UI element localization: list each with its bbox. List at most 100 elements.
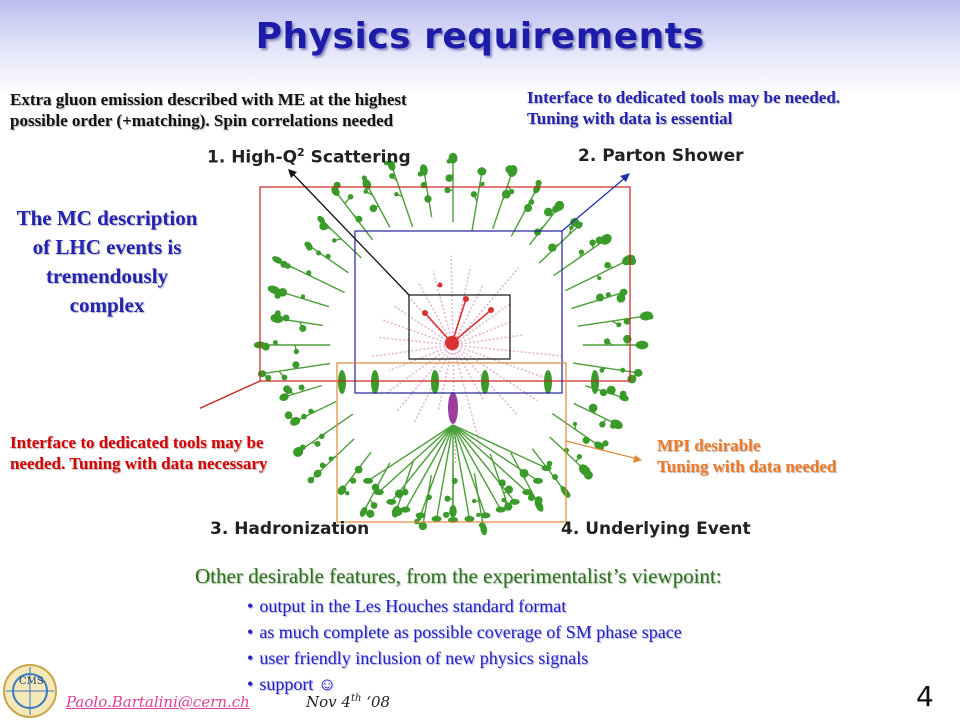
shower-branch [261, 362, 331, 375]
hadron-blob [599, 388, 608, 397]
mc-description-line2: of LHC events is [32, 235, 182, 259]
mpi-annotation-line2: Tuning with data needed [657, 457, 837, 476]
hadron-blob [319, 222, 328, 231]
hadron-blob [528, 199, 535, 205]
arrow-to-me-annotation [291, 172, 410, 296]
hadron-blob [504, 502, 513, 511]
hadron-blob [347, 193, 354, 200]
hadron-blob [394, 489, 404, 498]
mpi-annotation-line1: MPI desirable [657, 436, 761, 455]
hadron-blob [495, 506, 506, 513]
shower-branch [551, 412, 600, 447]
beam-remnant-blob [371, 370, 379, 394]
feature-item: •support ☺ [247, 674, 337, 694]
hadron-blob [569, 225, 574, 230]
hadron-blob [317, 215, 325, 224]
beam-remnant-blob [481, 370, 489, 394]
slide-title: Physics requirements [255, 16, 705, 57]
gluon-line [378, 336, 454, 346]
hadron-blob [616, 322, 622, 328]
slide-date: Nov 4th ‘08 [306, 693, 390, 711]
hadron-blob [600, 234, 612, 245]
gluon-line [437, 344, 454, 411]
hadron-blob [610, 419, 623, 430]
author-email-link[interactable]: Paolo.Bartalini@cern.ch [66, 693, 250, 711]
mpi-annotation: MPI desirable Tuning with data needed [657, 435, 836, 477]
hadronization-branch [452, 424, 528, 493]
hadron-blob [314, 440, 321, 447]
hadronization-branch [452, 424, 502, 510]
title-band [0, 0, 960, 95]
hadronization-branch [390, 424, 454, 503]
hadron-blob [451, 477, 458, 484]
hadron-blob [519, 468, 529, 478]
beam-remnant-blob [338, 370, 346, 394]
mc-description-line4: complex [69, 293, 145, 317]
hadron-blob [572, 421, 578, 427]
stage-hadronization: 3. Hadronization [210, 519, 370, 539]
stage-high-q2-scattering: 1. High-Q2 Scattering [207, 146, 411, 168]
hadron-blob [355, 215, 363, 223]
hadron-blob [265, 374, 272, 381]
hadron-blob [578, 249, 585, 255]
beam-remnant-blob [591, 370, 599, 394]
hadron-blob [292, 361, 300, 369]
hadron-blob [633, 368, 643, 377]
hadron-blob [270, 313, 284, 324]
hadron-blob [605, 292, 611, 298]
hadron-blob [299, 324, 307, 332]
hadronization-branch [367, 424, 454, 482]
hadron-blob [274, 292, 281, 299]
hadron-blob [498, 479, 506, 487]
hadron-blob [623, 317, 631, 325]
hadron-blob [359, 506, 368, 517]
feature-text: user friendly inclusion of new physics s… [259, 648, 589, 668]
feature-text: support ☺ [259, 674, 337, 694]
hadron-blob [366, 509, 375, 518]
hadron-blob [418, 521, 428, 531]
hadron-blobs [253, 152, 654, 536]
hadron-blob [602, 440, 609, 447]
shower-branch [366, 183, 391, 228]
hadron-blob [386, 498, 397, 505]
hadron-blob [504, 485, 514, 494]
stage1-suffix: Scattering [304, 147, 411, 168]
hadron-blob [578, 464, 591, 476]
gluon-line [382, 319, 454, 346]
hadron-blob [304, 241, 313, 249]
hadron-blob [509, 188, 515, 195]
hadron-blob [293, 348, 300, 355]
underlying-event-box [336, 362, 567, 523]
beam-remnant-blob [544, 370, 552, 394]
shower-branch [334, 190, 374, 241]
hadron-blob [328, 456, 334, 462]
hadron-blob [552, 474, 559, 481]
hadron-blob [281, 374, 288, 381]
hadronization-branch [452, 424, 471, 519]
hadron-blob [524, 203, 533, 212]
shower-annotation-line2: Tuning with data is essential [527, 109, 733, 128]
hadron-blob [394, 192, 399, 197]
hadron-blob [313, 469, 322, 478]
hadron-blob [272, 256, 283, 264]
gluon-line [432, 270, 454, 346]
shower-branch [565, 259, 629, 292]
me-annotation-line2: possible order (+matching). Spin correla… [10, 111, 394, 130]
hadron-blob [316, 250, 322, 256]
hadron-blob [588, 403, 598, 413]
arrow-to-mpi-annotation [565, 440, 639, 460]
hadron-blob [470, 191, 478, 198]
hadron-blob [331, 186, 340, 197]
stage-underlying-event: 4. Underlying Event [561, 519, 751, 539]
arrow-head [620, 173, 630, 182]
hadron-blob [363, 477, 374, 484]
hadron-annotation-line2: needed. Tuning with data necessary [10, 454, 268, 473]
date-suffix: ‘08 [361, 693, 391, 711]
hadron-blob [476, 512, 481, 518]
shower-annotation: Interface to dedicated tools may be need… [527, 87, 840, 129]
hadron-blob [267, 285, 281, 294]
hadronization-branch [378, 424, 454, 493]
hadron-blob [534, 228, 542, 236]
hadron-blob [533, 183, 541, 194]
me-annotation-line1: Extra gluon emission described with ME a… [10, 90, 407, 109]
